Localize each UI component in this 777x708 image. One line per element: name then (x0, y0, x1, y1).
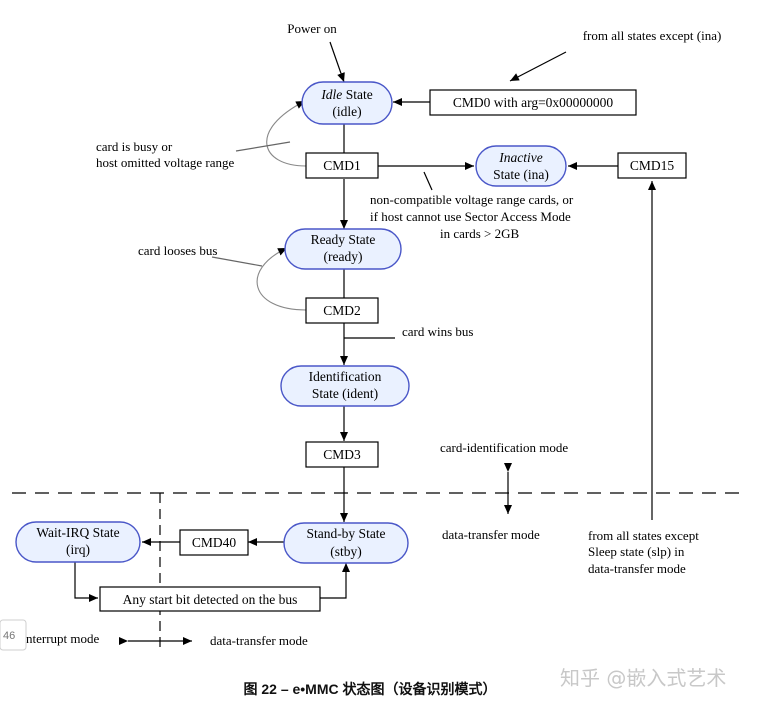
state-ready-id: (ready) (324, 249, 363, 264)
cmd15-box: CMD15 (617, 152, 687, 179)
figure-caption: 图 22 – e•MMC 状态图（设备识别模式） (243, 681, 496, 697)
busy-label-line2: host omitted voltage range (96, 155, 235, 170)
state-ident-id: State (ident) (312, 386, 378, 401)
startbit-to-stby-arrow (320, 563, 350, 599)
watermark: 知乎 @嵌入式艺术 (560, 666, 726, 690)
cmd2-label: CMD2 (323, 303, 361, 318)
cmd0-label: CMD0 with arg=0x00000000 (453, 95, 614, 110)
power-on-arrow (329, 41, 345, 83)
card-ident-mode-label: card-identification mode (440, 440, 568, 455)
cmd15-label: CMD15 (630, 158, 675, 173)
state-idle: Idle State (idle) (301, 81, 393, 125)
from-all-states-label: from all states except (ina) (583, 28, 722, 43)
busy-label-line1: card is busy or (96, 139, 173, 154)
state-ready: Ready State (ready) (284, 228, 402, 270)
cmd40-box: CMD40 (179, 529, 249, 556)
cmd2-box: CMD2 (305, 297, 379, 324)
state-idle-id: (idle) (332, 104, 361, 119)
state-ident-name: Identification (309, 369, 382, 384)
state-inactive-id: State (ina) (493, 167, 549, 182)
noncompat-label-line3: in cards > 2GB (440, 226, 520, 241)
noncompat-label-line2: if host cannot use Sector Access Mode (370, 209, 571, 224)
data-transfer-mode-bottom-label: data-transfer mode (210, 633, 308, 648)
svg-text:Idle State: Idle State (320, 87, 372, 102)
cmd1-loop-curve (266, 100, 307, 167)
page-number: 46 (3, 630, 15, 642)
cmd40-label: CMD40 (192, 535, 237, 550)
state-ready-name: Ready State (311, 232, 376, 247)
state-stby: Stand-by State (stby) (283, 522, 409, 564)
state-idle-suffix: State (342, 87, 372, 102)
data-transfer-mode-label: data-transfer mode (442, 527, 540, 542)
state-irq-id: (irq) (66, 542, 90, 557)
cmd2-loop-curve (256, 247, 307, 311)
state-irq: Wait-IRQ State (irq) (15, 521, 141, 563)
looses-bus-pointer (211, 256, 263, 267)
state-ident: Identification State (ident) (280, 365, 410, 407)
state-stby-name: Stand-by State (306, 526, 385, 541)
busy-pointer (235, 141, 291, 152)
from-all-states-arrow (509, 51, 567, 82)
except-sleep-label-line2: Sleep state (slp) in (588, 544, 685, 559)
cmd0-box: CMD0 with arg=0x00000000 (429, 89, 637, 116)
interrupt-mode-label: nterrupt mode (26, 631, 100, 646)
looses-bus-label: card looses bus (138, 243, 217, 258)
start-bit-label: Any start bit detected on the bus (123, 592, 298, 607)
state-irq-name: Wait-IRQ State (36, 525, 119, 540)
cmd1-label: CMD1 (323, 158, 361, 173)
irq-to-startbit-arrow (74, 561, 98, 602)
noncompat-pointer (423, 171, 433, 191)
state-inactive: Inactive State (ina) (475, 145, 567, 187)
power-on-label: Power on (287, 21, 337, 36)
except-sleep-label-line1: from all states except (588, 528, 699, 543)
state-inactive-name: Inactive (498, 150, 542, 165)
state-stby-id: (stby) (330, 544, 362, 559)
noncompat-label-line1: non-compatible voltage range cards, or (370, 192, 574, 207)
except-sleep-label-line3: data-transfer mode (588, 561, 686, 576)
start-bit-box: Any start bit detected on the bus (99, 586, 321, 612)
wins-bus-label: card wins bus (402, 324, 474, 339)
page-number-badge: 46 (0, 619, 27, 651)
cmd3-label: CMD3 (323, 447, 361, 462)
state-idle-name: Idle (320, 87, 342, 102)
cmd1-box: CMD1 (305, 152, 379, 179)
cmd3-box: CMD3 (305, 441, 379, 468)
